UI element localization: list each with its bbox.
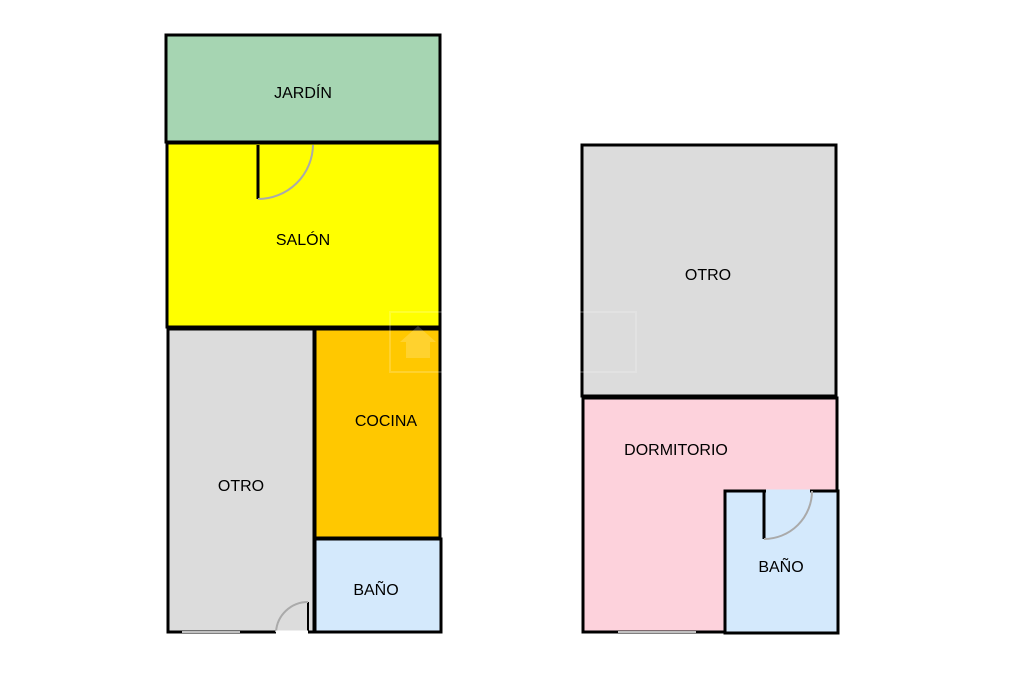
door-otro-left [275, 600, 309, 634]
room-cocina [313, 327, 442, 540]
right-floor-plan: OTRO DORMITORIO BAÑO [580, 143, 840, 635]
label-jardin: JARDÍN [274, 83, 332, 102]
room-otro-right [580, 143, 838, 398]
label-bano-right: BAÑO [758, 556, 803, 576]
left-floor-plan: JARDÍN SALÓN OTRO COCINA BAÑO [164, 33, 443, 634]
label-salon: SALÓN [276, 230, 330, 249]
label-otro-right: OTRO [685, 267, 731, 284]
room-otro-left [166, 327, 316, 634]
door-salon [256, 144, 314, 200]
watermark-logo [389, 311, 637, 373]
label-bano-left: BAÑO [353, 579, 398, 599]
room-bano-right [723, 489, 840, 635]
door-bano-right [762, 489, 813, 540]
room-bano-left [313, 537, 443, 634]
label-otro-left: OTRO [218, 478, 264, 495]
room-jardin [164, 33, 442, 144]
label-dormitorio: DORMITORIO [624, 442, 728, 459]
label-cocina: COCINA [355, 413, 418, 430]
